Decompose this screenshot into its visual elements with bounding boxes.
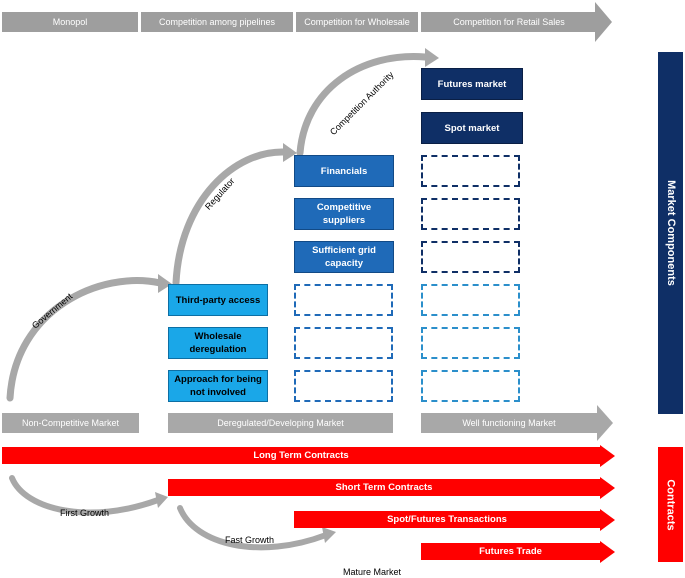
long-term-contracts: Long Term Contracts bbox=[2, 447, 600, 464]
stage-monopol: Monopol bbox=[2, 12, 138, 32]
futures-trade: Futures Trade bbox=[421, 543, 600, 560]
grid-capacity-box: Sufficient grid capacity bbox=[294, 241, 394, 273]
market-non-competitive: Non-Competitive Market bbox=[2, 413, 139, 433]
short-term-contracts: Short Term Contracts bbox=[168, 479, 600, 496]
first-growth-arc bbox=[9, 475, 161, 516]
first-growth-label: First Growth bbox=[60, 508, 110, 518]
market-developing: Deregulated/Developing Market bbox=[168, 413, 393, 433]
fast-growth-label: Fast Growth bbox=[225, 535, 275, 545]
regulator-arc bbox=[172, 148, 289, 287]
spot-market-box: Spot market bbox=[421, 112, 523, 144]
empty-slot bbox=[294, 370, 393, 402]
financials-box: Financials bbox=[294, 155, 394, 187]
market-arrow-head bbox=[597, 405, 613, 441]
empty-slot bbox=[421, 198, 520, 230]
competition-authority-arc bbox=[296, 53, 429, 157]
fast-growth-arc bbox=[177, 505, 329, 551]
third-party-access-box: Third-party access bbox=[168, 284, 268, 316]
stage-wholesale: Competition for Wholesale bbox=[296, 12, 418, 32]
market-well-functioning: Well functioning Market bbox=[421, 413, 597, 433]
empty-slot bbox=[421, 155, 520, 187]
market-components-text: Market Components bbox=[664, 180, 677, 286]
empty-slot bbox=[294, 327, 393, 359]
empty-slot bbox=[421, 284, 520, 316]
stage-retail: Competition for Retail Sales bbox=[421, 12, 597, 32]
contracts-label: Contracts bbox=[658, 447, 683, 562]
long-term-arrow-head bbox=[600, 445, 615, 467]
futures-trade-arrow-head bbox=[600, 541, 615, 563]
empty-slot bbox=[294, 284, 393, 316]
spot-arrow-head bbox=[600, 509, 615, 531]
short-term-arrow-head bbox=[600, 477, 615, 499]
not-involved-box: Approach for being not involved bbox=[168, 370, 268, 402]
wholesale-deregulation-box: Wholesale deregulation bbox=[168, 327, 268, 359]
stage-pipelines: Competition among pipelines bbox=[141, 12, 293, 32]
contracts-text: Contracts bbox=[664, 478, 677, 531]
empty-slot bbox=[421, 327, 520, 359]
futures-market-box: Futures market bbox=[421, 68, 523, 100]
empty-slot bbox=[421, 370, 520, 402]
government-arc bbox=[6, 277, 164, 402]
stage-arrow-head bbox=[595, 2, 612, 42]
empty-slot bbox=[421, 241, 520, 273]
spot-futures-transactions: Spot/Futures Transactions bbox=[294, 511, 600, 528]
mature-market-label: Mature Market bbox=[343, 567, 402, 577]
competitive-suppliers-box: Competitive suppliers bbox=[294, 198, 394, 230]
market-components-label: Market Components bbox=[658, 52, 683, 414]
